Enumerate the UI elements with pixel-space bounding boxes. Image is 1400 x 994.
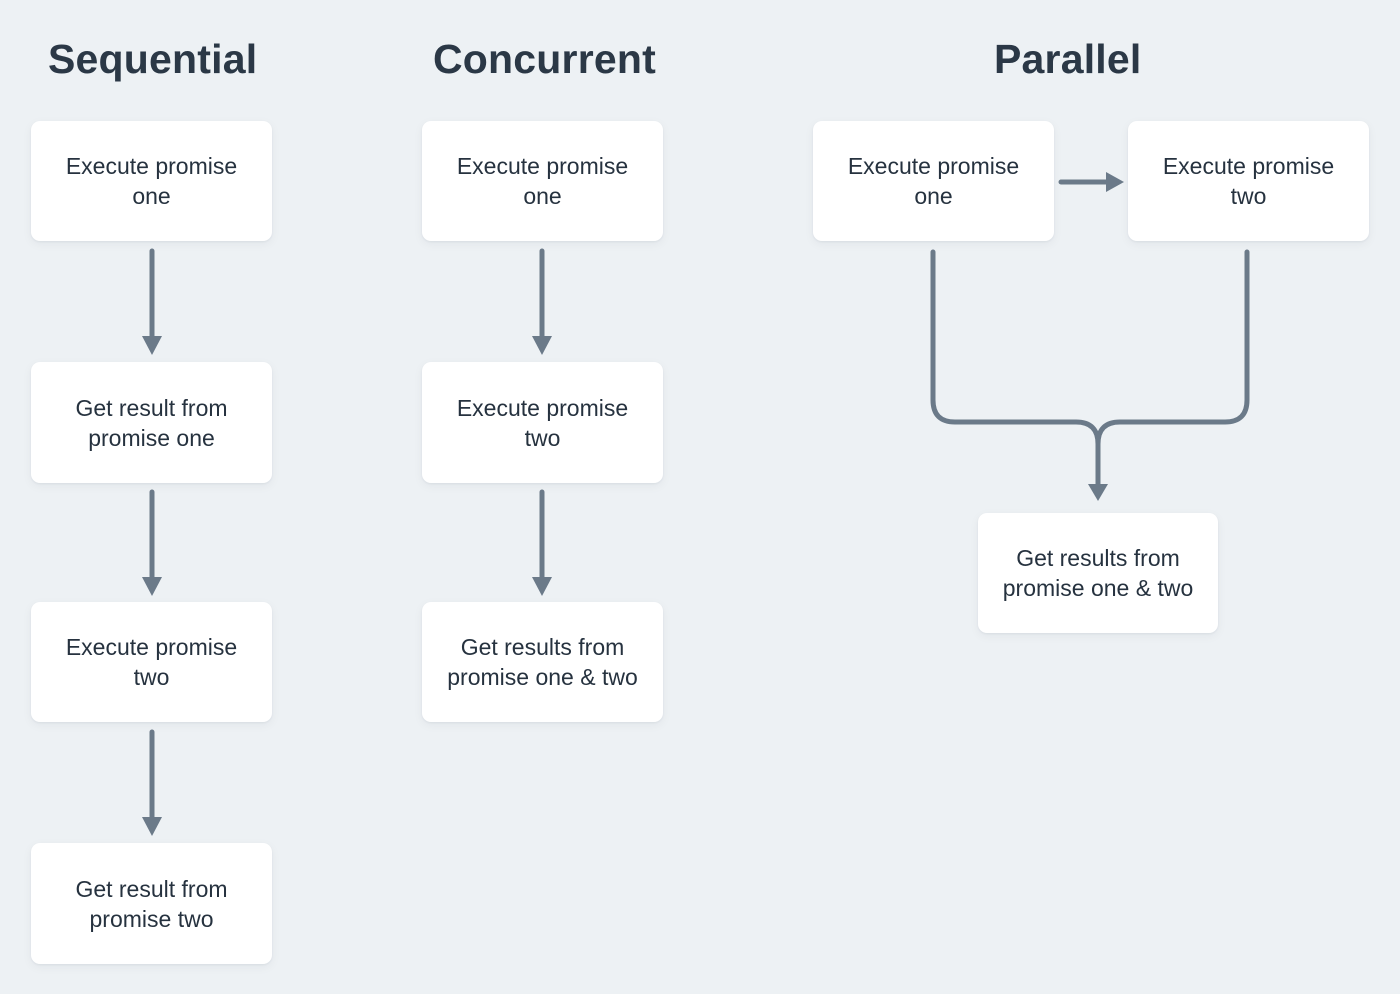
- arrow-head: [532, 336, 552, 355]
- arrow-head: [532, 577, 552, 596]
- merge-left-branch: [930, 249, 1101, 489]
- flow-box-parallel-1: Execute promise one: [813, 121, 1054, 241]
- flow-box-sequential-4: Get result from promise two: [31, 843, 272, 964]
- arrow-head: [142, 577, 162, 596]
- right-arrow-icon: [1058, 172, 1124, 192]
- down-arrow-icon: [532, 489, 552, 596]
- down-arrow-icon: [142, 729, 162, 836]
- merge-join-down-arrow-icon: [930, 249, 1250, 501]
- flow-box-concurrent-3: Get results from promise one & two: [422, 602, 663, 722]
- column-heading-sequential: Sequential: [48, 36, 258, 82]
- flow-box-sequential-1: Execute promise one: [31, 121, 272, 241]
- arrow-head: [1106, 172, 1124, 192]
- merge-right-branch: [1095, 249, 1250, 447]
- arrow-head: [142, 817, 162, 836]
- column-heading-parallel: Parallel: [994, 36, 1142, 82]
- down-arrow-icon: [532, 248, 552, 355]
- down-arrow-icon: [142, 489, 162, 596]
- flow-box-sequential-2: Get result from promise one: [31, 362, 272, 483]
- flow-box-concurrent-1: Execute promise one: [422, 121, 663, 241]
- column-heading-concurrent: Concurrent: [433, 36, 656, 82]
- flow-box-parallel-3: Get results from promise one & two: [978, 513, 1218, 633]
- flow-box-concurrent-2: Execute promise two: [422, 362, 663, 483]
- arrow-head: [1088, 484, 1108, 501]
- flow-box-sequential-3: Execute promise two: [31, 602, 272, 722]
- down-arrow-icon: [142, 248, 162, 355]
- arrow-head: [142, 336, 162, 355]
- flow-box-parallel-2: Execute promise two: [1128, 121, 1369, 241]
